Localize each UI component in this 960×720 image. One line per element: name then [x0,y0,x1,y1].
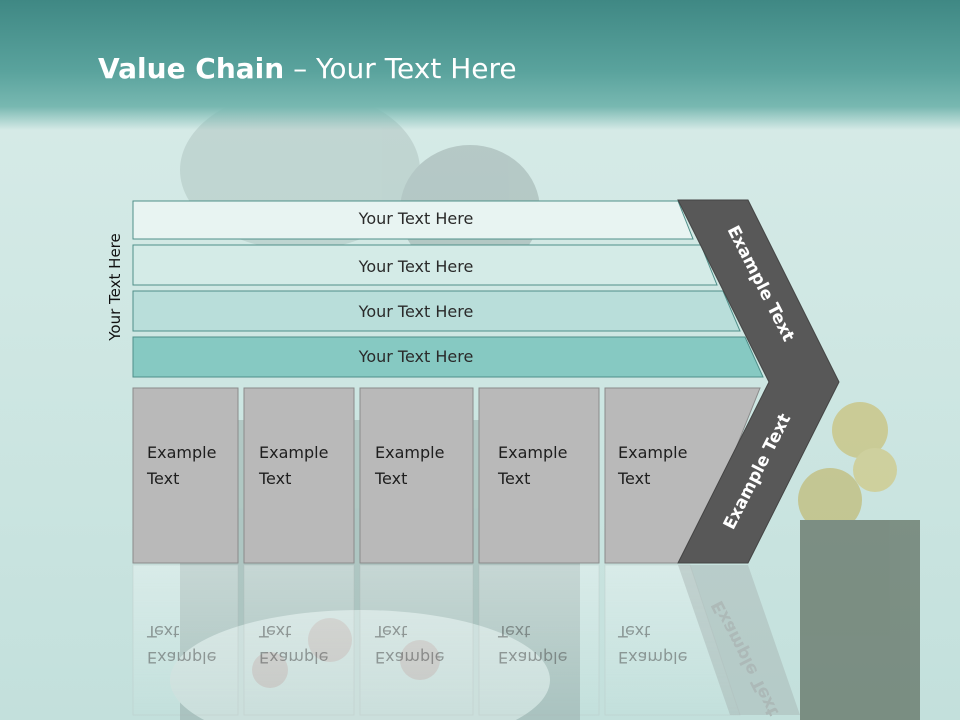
value-chevron [677,199,840,564]
box-1-line1: Example [147,443,216,462]
box-2-line1: Example [259,443,328,462]
box-4-line1: Example [498,443,567,462]
box-1-line2: Text [146,469,179,488]
title-rest: – Your Text Here [284,52,517,85]
header-band [0,0,960,130]
box-2-reflection-line2: Text [258,622,291,641]
slide-title: Value Chain – Your Text Here [98,52,517,85]
row-2-label: Your Text Here [358,257,474,276]
box-5-reflection-line2: Text [617,622,650,641]
title-bold: Value Chain [98,52,285,85]
row-1-label: Your Text Here [358,209,474,228]
row-4-label: Your Text Here [358,347,474,366]
box-3-line1: Example [375,443,444,462]
row-3 [132,290,741,332]
box-1 [132,387,239,564]
row-3-label: Your Text Here [358,302,474,321]
box-5-line2: Text [617,469,650,488]
box-3-reflection-line2: Text [374,622,407,641]
row-4 [132,336,764,378]
row-1 [132,200,694,240]
box-4 [478,387,600,564]
box-4-line2: Text [497,469,530,488]
box-2 [243,387,355,564]
box-1-reflection-line2: Text [146,622,179,641]
box-4-reflection-line2: Text [497,622,530,641]
box-1-reflection-line1: Example [147,648,216,667]
box-5-reflection-line1: Example [618,648,687,667]
box-3-reflection-line1: Example [375,648,444,667]
box-3-line2: Text [374,469,407,488]
box-3 [359,387,474,564]
box-4-reflection-line1: Example [498,648,567,667]
diagram-reflection: Example Text Example Text Example Text E… [132,564,800,719]
row-2 [132,244,718,286]
box-5-line1: Example [618,443,687,462]
side-axis-label: Your Text Here [106,233,124,341]
box-2-reflection-line1: Example [259,648,328,667]
box-2-line2: Text [258,469,291,488]
